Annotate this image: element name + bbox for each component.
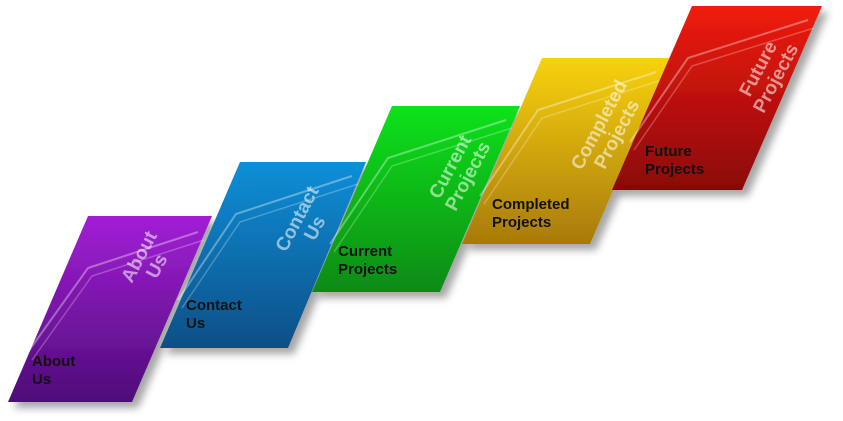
contact-us-label[interactable]: Contact Us [186, 297, 242, 332]
completed-projects-label[interactable]: Completed Projects [492, 196, 570, 231]
current-projects-label[interactable]: Current Projects [338, 243, 398, 278]
tile-future-projects[interactable] [612, 6, 822, 190]
tile-current-projects[interactable] [312, 106, 520, 292]
tile-about-us[interactable] [8, 216, 212, 402]
tile-completed-projects[interactable] [462, 58, 670, 244]
future-projects-label[interactable]: Future Projects [645, 143, 705, 178]
about-us-label[interactable]: About Us [32, 353, 76, 388]
tile-contact-us[interactable] [160, 162, 366, 348]
